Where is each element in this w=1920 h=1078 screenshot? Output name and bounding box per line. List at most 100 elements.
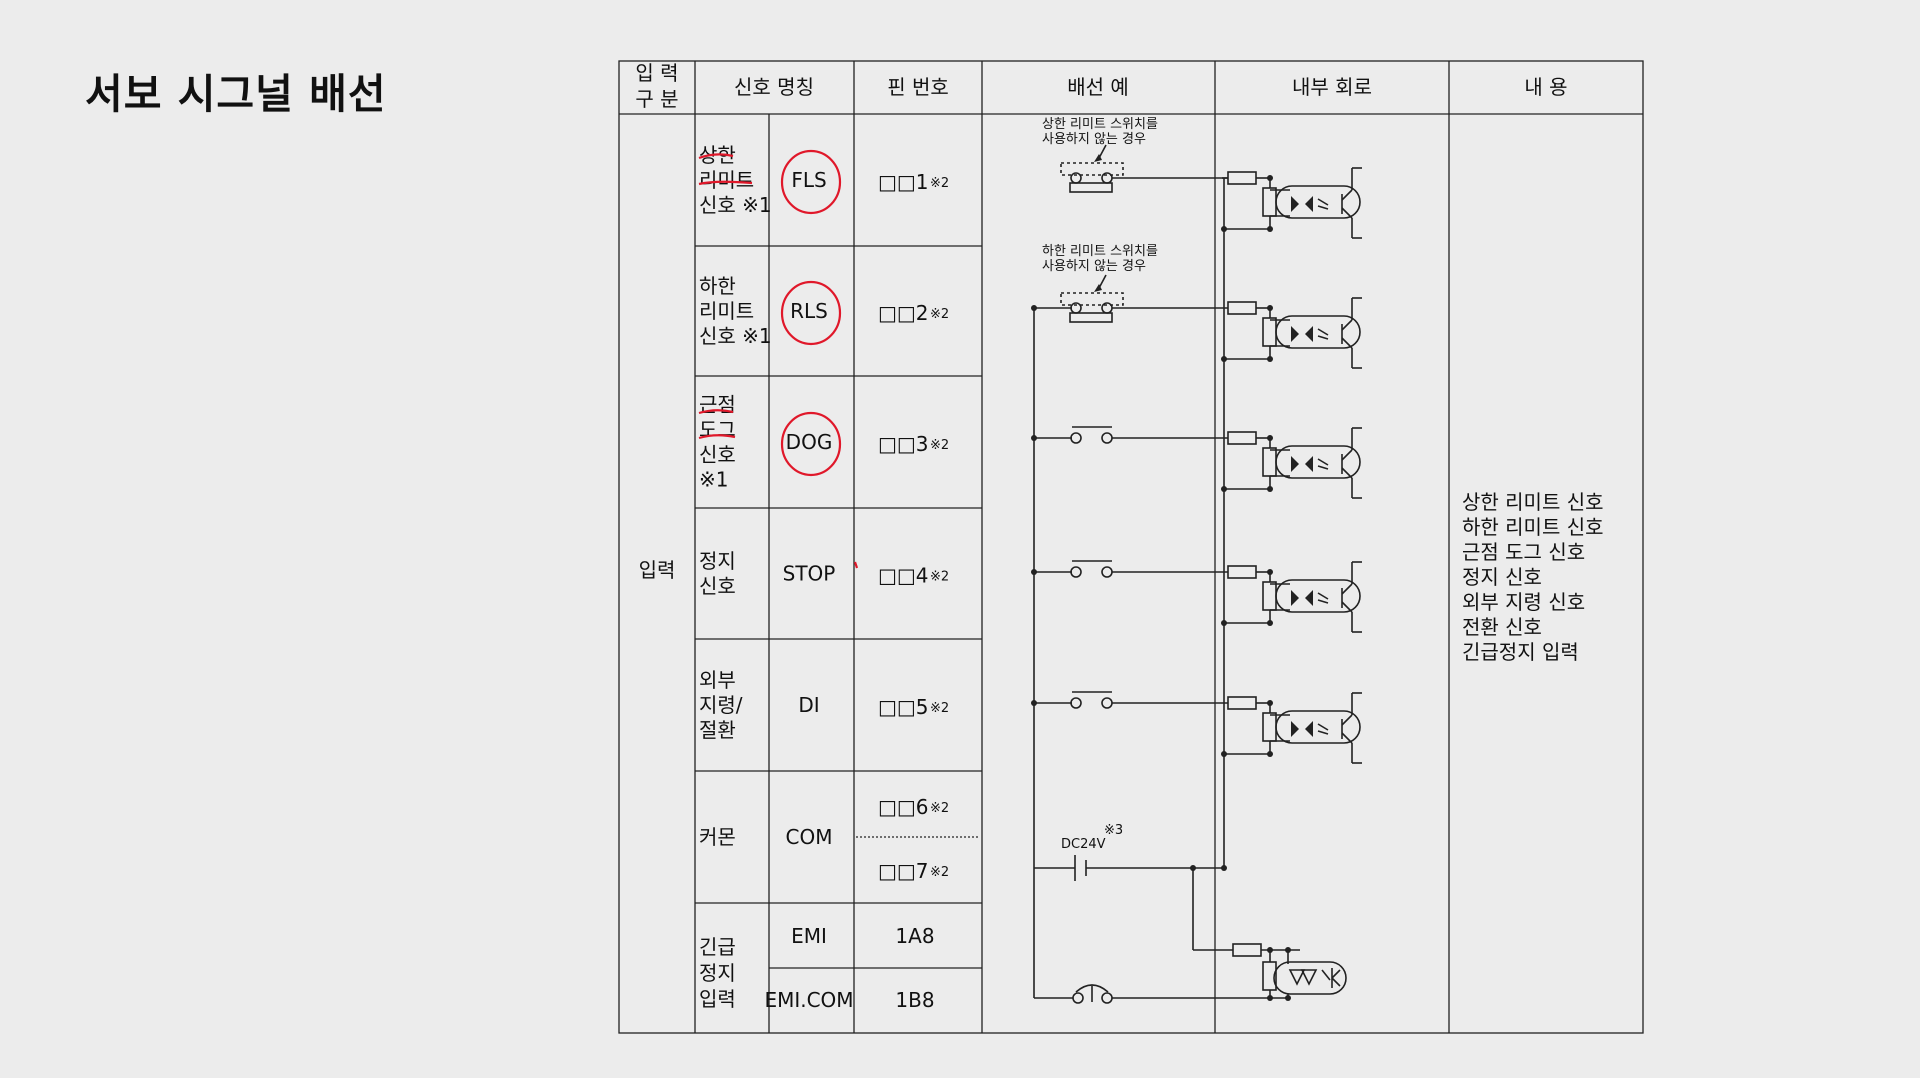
phototransistor: [1331, 977, 1341, 987]
phototransistor: [1331, 969, 1341, 979]
resistor: [1227, 696, 1257, 710]
header-internal: 내부 회로: [1292, 75, 1372, 99]
signal-name-line: 리미트: [699, 168, 754, 192]
switch-contact: [1101, 566, 1113, 578]
junction: [1221, 486, 1227, 492]
signal-name-line: 근점: [699, 393, 736, 417]
switch-contact: [1101, 992, 1113, 1004]
note-arrowhead: [1094, 284, 1102, 292]
nc-switch-bar: [1069, 182, 1113, 193]
led-diode: [1291, 590, 1299, 606]
content-line: 전환 신호: [1462, 615, 1542, 639]
signal-name-line: 긴급: [699, 935, 736, 959]
photocoupler: [1275, 579, 1361, 613]
content-line: 긴급정지 입력: [1462, 640, 1579, 664]
nc-switch-bar: [1069, 312, 1113, 323]
led-diode: [1305, 326, 1313, 342]
red-circle-annotation: [780, 149, 842, 215]
junction: [1031, 305, 1037, 311]
red-underline-annotation: [698, 434, 736, 440]
red-underline-annotation: [698, 180, 753, 186]
junction: [1267, 700, 1273, 706]
content-line: 정지 신호: [1462, 565, 1542, 589]
junction: [1267, 995, 1273, 1001]
junction: [1221, 356, 1227, 362]
junction: [1267, 435, 1273, 441]
phototransistor: [1341, 714, 1353, 726]
signal-code: EMI: [791, 924, 827, 948]
phototransistor: [1341, 449, 1353, 461]
light-arrow: [1317, 599, 1329, 604]
header-signal-name: 신호 명칭: [734, 75, 814, 99]
signal-code: DOG: [786, 430, 833, 454]
resistor-vertical: [1262, 447, 1277, 477]
red-circle-annotation: [780, 411, 842, 477]
header-wiring: 배선 예: [1067, 75, 1129, 99]
led-diode: [1291, 721, 1299, 737]
junction: [1221, 226, 1227, 232]
light-arrow: [1317, 723, 1329, 731]
jumper-dashed: [1060, 292, 1124, 306]
signal-code: COM: [786, 825, 833, 849]
pin-number: 1A8: [895, 924, 934, 948]
phototransistor: [1341, 601, 1353, 613]
pin-number: □□3: [878, 432, 929, 456]
note-arrowhead: [1094, 154, 1102, 162]
signal-name-line: ※1: [699, 468, 728, 492]
junction: [1031, 569, 1037, 575]
table-grid: [618, 60, 1644, 1034]
header-input-type: 입 력: [635, 61, 678, 85]
photocoupler: [1275, 185, 1361, 219]
pin-number: □□7: [878, 859, 929, 883]
pin-note: ※2: [930, 307, 949, 322]
led-diode: [1288, 969, 1306, 986]
photocoupler: [1275, 710, 1361, 744]
signal-name-line: 하한: [699, 274, 736, 298]
junction: [1221, 865, 1227, 871]
led-diode: [1291, 326, 1299, 342]
switch-contact: [1070, 432, 1082, 444]
led-diode: [1291, 196, 1299, 212]
junction: [1031, 435, 1037, 441]
signal-name-line: 정지: [699, 549, 736, 573]
light-arrow: [1317, 205, 1329, 210]
pin-number: □□4: [878, 564, 929, 588]
switch-contact: [1070, 566, 1082, 578]
signal-name-line: 절환: [699, 718, 736, 742]
signal-code: FLS: [791, 168, 826, 192]
switch-contact: [1101, 697, 1113, 709]
signal-name-line: 신호 ※1: [699, 324, 772, 348]
junction: [1221, 620, 1227, 626]
led-diode: [1300, 969, 1318, 986]
nc-emergency-switch: [1075, 984, 1109, 993]
wiring-note: 사용하지 않는 경우: [1042, 259, 1146, 274]
light-arrow: [1317, 458, 1329, 466]
phototransistor: [1341, 732, 1353, 744]
content-line: 근점 도그 신호: [1462, 540, 1585, 564]
light-arrow: [1321, 969, 1331, 981]
signal-name-line: 커몬: [699, 825, 736, 849]
internal-circuit: [1221, 167, 1362, 1001]
resistor: [1227, 565, 1257, 579]
resistor-vertical: [1262, 187, 1277, 217]
pin-note: ※2: [930, 176, 949, 191]
pin-number: □□6: [878, 795, 929, 819]
light-arrow: [1317, 335, 1329, 340]
phototransistor: [1341, 319, 1353, 331]
light-arrow: [1317, 198, 1329, 206]
resistor: [1227, 431, 1257, 445]
table-border: [618, 60, 1644, 1034]
pin-note: ※2: [930, 570, 949, 585]
switch-contact: [1070, 697, 1082, 709]
resistor-vertical: [1262, 317, 1277, 347]
group-label: 입력: [639, 558, 676, 582]
signal-code: RLS: [790, 299, 828, 323]
slide-title: 서보 시그널 배선: [85, 70, 387, 118]
photocoupler: [1275, 445, 1361, 479]
wiring-note: 사용하지 않는 경우: [1042, 132, 1146, 147]
light-arrow: [1317, 328, 1329, 336]
content-line: 하한 리미트 신호: [1462, 515, 1604, 539]
content-line: 외부 지령 신호: [1462, 590, 1585, 614]
red-underline-annotation: [698, 153, 734, 160]
